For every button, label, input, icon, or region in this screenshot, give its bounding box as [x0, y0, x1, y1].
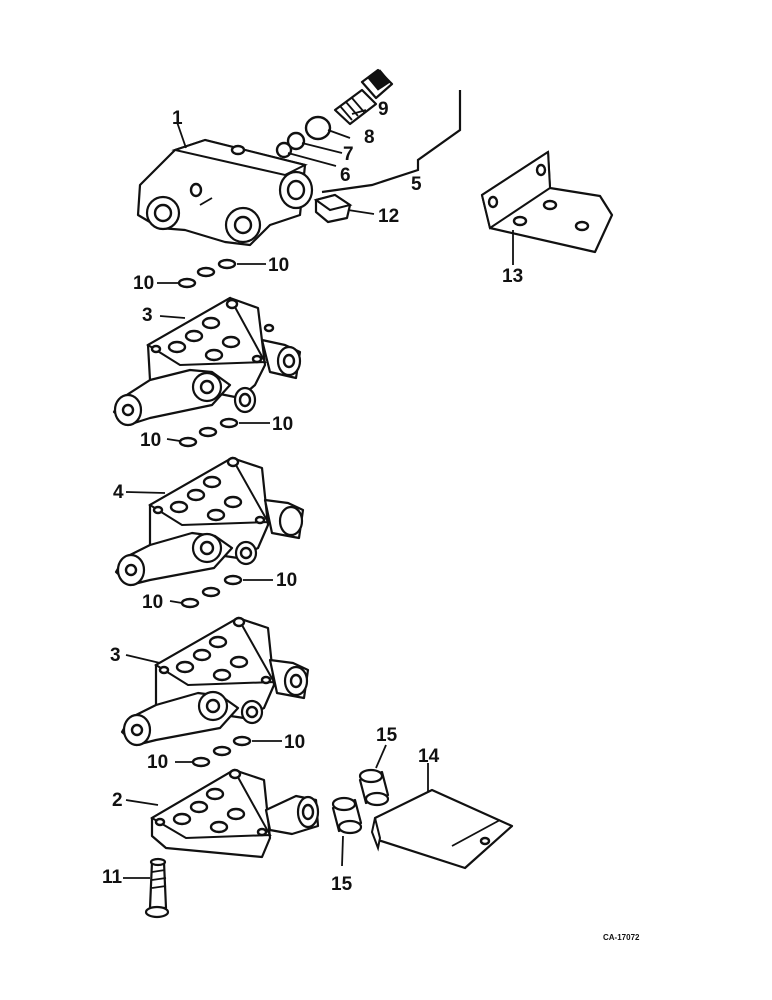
- part-10-seal-rings-4: [191, 735, 252, 768]
- callout-10-b: 10: [268, 255, 289, 276]
- callout-15-upper: 15: [376, 725, 398, 746]
- callout-10-h: 10: [284, 732, 305, 753]
- part-10-seal-rings-3: [180, 574, 243, 609]
- callout-14: 14: [418, 746, 440, 767]
- part-7-backup-ring: [286, 131, 306, 151]
- part-10-seal-rings-top: [177, 258, 237, 289]
- callout-11: 11: [102, 867, 123, 888]
- callout-10-a: 10: [133, 273, 154, 294]
- callout-2: 2: [112, 790, 123, 811]
- callout-12: 12: [378, 206, 399, 227]
- callout-4: 4: [113, 482, 124, 503]
- callout-5: 5: [411, 174, 422, 195]
- part-14-plate: [370, 788, 514, 870]
- part-2-end-cover: [150, 768, 320, 859]
- part-9-relief-valve: [333, 68, 394, 126]
- part-5-rod: [321, 90, 462, 194]
- part-15-bushing-lower: [331, 796, 363, 835]
- leader-lines: [123, 109, 514, 879]
- callout-13: 13: [502, 266, 523, 287]
- callout-10-f: 10: [276, 570, 297, 591]
- part-12-plug: [313, 193, 353, 224]
- callout-labels: 1 9 8 7 6 5 12 13 10 10 3 10 10 4 10 10 …: [102, 99, 640, 942]
- callout-9: 9: [378, 99, 389, 120]
- part-8-o-ring: [304, 115, 332, 141]
- part-10-seal-rings-2: [178, 417, 239, 448]
- part-1-inlet-cover: [136, 138, 314, 247]
- callout-7: 7: [343, 144, 354, 165]
- part-15-bushing-upper: [358, 768, 390, 807]
- callout-10-e: 10: [142, 592, 163, 613]
- callout-10-g: 10: [147, 752, 168, 773]
- drawing-code: CA-17072: [603, 933, 640, 942]
- callout-3-upper: 3: [142, 305, 153, 326]
- part-3-valve-section-upper: [112, 296, 302, 427]
- callout-6: 6: [340, 165, 351, 186]
- part-13-bracket: [480, 150, 614, 254]
- part-4-valve-section: [114, 456, 305, 587]
- part-6-seal-ring: [275, 141, 293, 159]
- part-11-tie-bolt: [144, 857, 170, 919]
- callout-1: 1: [172, 108, 183, 129]
- callout-10-d: 10: [272, 414, 293, 435]
- part-3-valve-section-lower: [120, 616, 310, 747]
- callout-15-lower: 15: [331, 874, 353, 895]
- callout-3-lower: 3: [110, 645, 121, 666]
- callout-8: 8: [364, 127, 375, 148]
- callout-10-c: 10: [140, 430, 161, 451]
